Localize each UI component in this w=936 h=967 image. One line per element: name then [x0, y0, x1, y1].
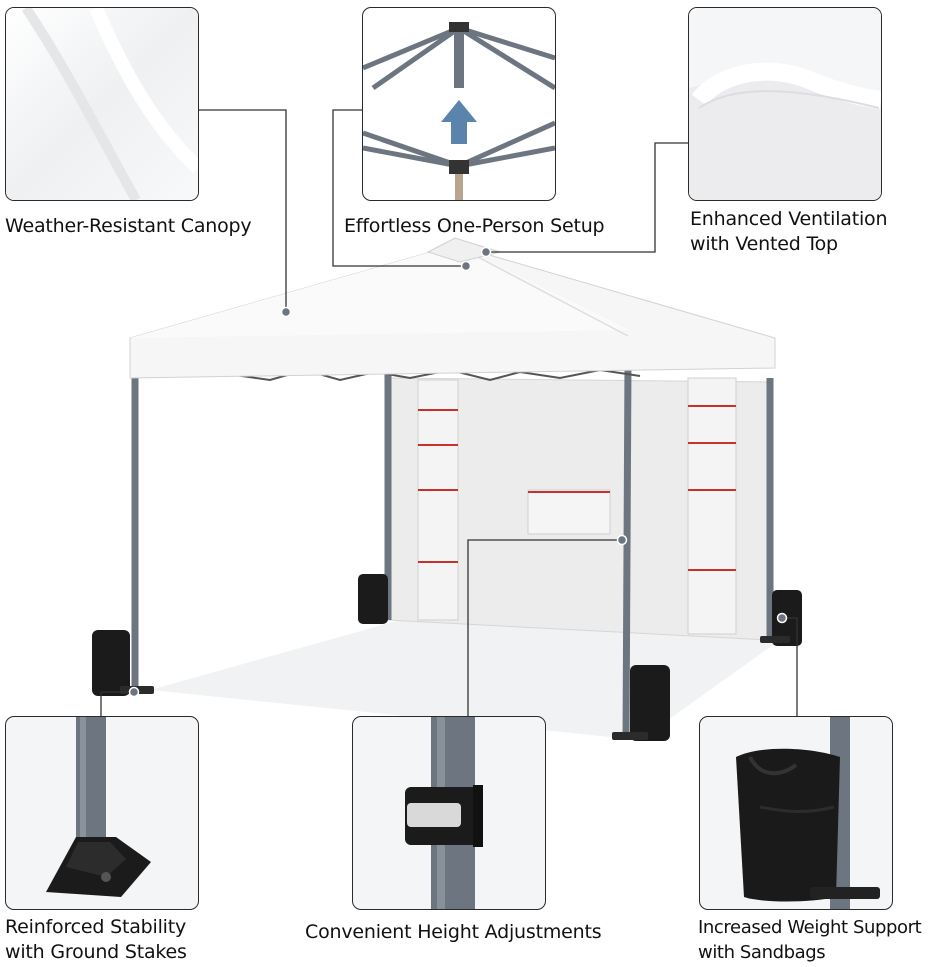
- sandbag-panel: [699, 716, 893, 910]
- tent-legs: [131, 361, 774, 739]
- fabric-texture-image: [6, 8, 198, 200]
- setup-mechanism-panel: [362, 7, 556, 201]
- base-stake-panel: [5, 716, 199, 910]
- label-one-person-setup: Effortless One-Person Setup: [344, 215, 605, 237]
- height-adjust-panel: [352, 716, 546, 910]
- storage-pockets-right: [687, 377, 737, 635]
- arrow-up-icon: [441, 100, 477, 144]
- label-weather-resistant: Weather-Resistant Canopy: [5, 215, 252, 237]
- ground-shadow: [150, 620, 780, 740]
- label-stability: Reinforced Stability with Ground Stakes: [5, 916, 187, 963]
- label-ventilation: Enhanced Ventilation with Vented Top: [690, 208, 888, 255]
- sidewall-window: [527, 489, 611, 535]
- sandbag-image: [736, 717, 880, 909]
- sandbag: [92, 574, 802, 741]
- label-height-adjust: Convenient Height Adjustments: [305, 921, 602, 943]
- leader-lines: [100, 109, 798, 716]
- base-stake-image: [46, 717, 151, 897]
- height-adjust-image: [405, 717, 483, 909]
- setup-mechanism-image: [363, 22, 555, 200]
- storage-pockets-left: [417, 379, 459, 621]
- vent-top-image: [689, 8, 881, 200]
- label-weight-support: Increased Weight Support with Sandbags: [698, 917, 922, 963]
- height-lock-button: [407, 803, 461, 827]
- vent-top-panel: [688, 7, 882, 201]
- canopy-fabric-panel: [5, 7, 199, 201]
- leader-dots: [128, 246, 788, 698]
